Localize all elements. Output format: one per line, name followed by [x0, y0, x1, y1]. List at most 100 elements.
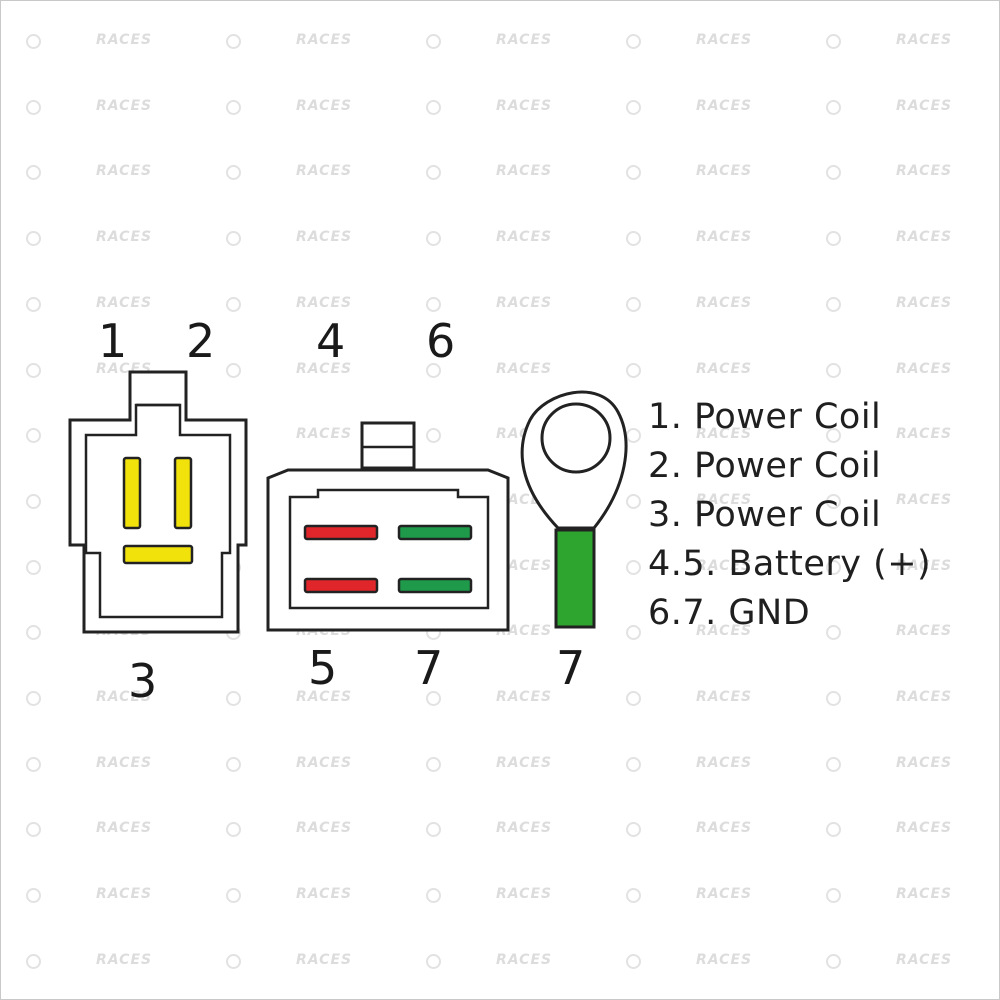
watermark-icon [826, 296, 841, 312]
watermark-logo: RACES [496, 97, 553, 114]
watermark-icon [626, 559, 641, 575]
watermark-icon [226, 888, 241, 904]
watermark-icon [26, 625, 41, 641]
watermark-icon [26, 888, 41, 904]
watermark-logo: RACES [496, 360, 553, 377]
watermark-icon [226, 822, 241, 838]
watermark-logo: RACES [296, 689, 353, 705]
pin-2-terminal [173, 456, 193, 530]
watermark-icon [226, 756, 241, 772]
watermark-icon [426, 691, 441, 706]
watermark-logo: RACES [696, 294, 753, 311]
watermark-icon [26, 34, 41, 49]
watermark-logo: RACES [296, 820, 353, 837]
watermark-logo: RACES [696, 97, 753, 114]
pin-legend: 1. Power Coil 2. Power Coil 3. Power Coi… [648, 393, 948, 638]
watermark-logo: RACES [696, 951, 753, 968]
watermark-logo: RACES [96, 229, 153, 246]
watermark-icon [426, 428, 441, 444]
watermark-icon [826, 493, 841, 509]
watermark-logo: RACES [96, 754, 153, 771]
watermark-icon [26, 362, 41, 378]
connector-middle-housing [266, 468, 510, 632]
watermark-icon [626, 428, 641, 444]
watermark-icon [226, 34, 241, 49]
watermark-icon [626, 756, 641, 772]
watermark-logo: RACES [96, 294, 153, 311]
watermark-logo: RACES [96, 689, 153, 705]
watermark-icon [26, 953, 41, 969]
watermark-icon [826, 34, 841, 49]
watermark-logo: RACES [896, 491, 953, 508]
watermark-icon [26, 691, 41, 706]
legend-item-2: 2. Power Coil [648, 446, 882, 486]
watermark-logo: RACES [496, 951, 553, 968]
watermark-logo: RACES [696, 491, 753, 508]
pin-label-6: 6 [426, 314, 455, 368]
watermark-icon [626, 34, 641, 49]
watermark-logo: RACES [896, 360, 953, 377]
watermark-logo: RACES [896, 754, 953, 771]
watermark-icon [226, 953, 241, 969]
watermark-icon [626, 822, 641, 838]
watermark-icon [426, 888, 441, 904]
watermark-logo: RACES [896, 820, 953, 837]
pin-label-4: 4 [316, 314, 345, 368]
legend-item-6-7: 6.7. GND [648, 593, 811, 633]
watermark-icon [826, 822, 841, 838]
watermark-icon [626, 231, 641, 247]
watermark-icon [26, 296, 41, 312]
watermark-icon [426, 953, 441, 969]
watermark-logo: RACES [96, 820, 153, 837]
watermark-logo: RACES [696, 32, 753, 48]
watermark-logo: RACES [896, 557, 953, 574]
watermark-icon [426, 822, 441, 838]
watermark-icon [26, 493, 41, 509]
watermark-icon [226, 691, 241, 706]
pin-label-2: 2 [186, 314, 215, 368]
watermark-logo: RACES [296, 426, 353, 443]
watermark-icon [426, 756, 441, 772]
watermark-logo: RACES [696, 754, 753, 771]
watermark-icon [226, 165, 241, 181]
legend-item-3: 3. Power Coil [648, 495, 882, 535]
watermark-logo: RACES [296, 229, 353, 246]
watermark-logo: RACES [896, 163, 953, 180]
watermark-icon [426, 99, 441, 115]
pin-7-terminal [397, 577, 473, 594]
watermark-icon [826, 428, 841, 444]
connector-left: 1 2 3 [68, 314, 248, 708]
watermark-logo: RACES [296, 886, 353, 903]
connector-middle-latch [360, 421, 416, 470]
watermark-logo: RACES [296, 294, 353, 311]
watermark-logo: RACES [496, 689, 553, 705]
watermark-logo: RACES [496, 163, 553, 180]
watermark-icon [826, 559, 841, 575]
watermark-logo: RACES [496, 886, 553, 903]
watermark-icon [826, 953, 841, 969]
watermark-icon [426, 165, 441, 181]
watermark-logo: RACES [96, 163, 153, 180]
pin-label-3: 3 [128, 654, 157, 708]
watermark-logo: RACES [296, 163, 353, 180]
watermark-icon [626, 362, 641, 378]
watermark-icon [626, 691, 641, 706]
pin-5-terminal [303, 577, 379, 594]
watermark-icon [26, 165, 41, 181]
watermark-icon [26, 756, 41, 772]
watermark-icon [426, 34, 441, 49]
pin-6-terminal [397, 524, 473, 541]
legend-item-1: 1. Power Coil [648, 397, 882, 437]
watermark-logo: RACES [496, 32, 553, 48]
watermark-logo: RACES [896, 886, 953, 903]
watermark-icon [826, 888, 841, 904]
watermark-logo: RACES [696, 426, 753, 443]
watermark-logo: RACES [496, 754, 553, 771]
watermark-logo: RACES [896, 294, 953, 311]
watermark-logo: RACES [496, 820, 553, 837]
watermark-icon [26, 559, 41, 575]
watermark-logo: RACES [896, 426, 953, 443]
watermark-icon [826, 165, 841, 181]
watermark-logo: RACES [696, 623, 753, 640]
